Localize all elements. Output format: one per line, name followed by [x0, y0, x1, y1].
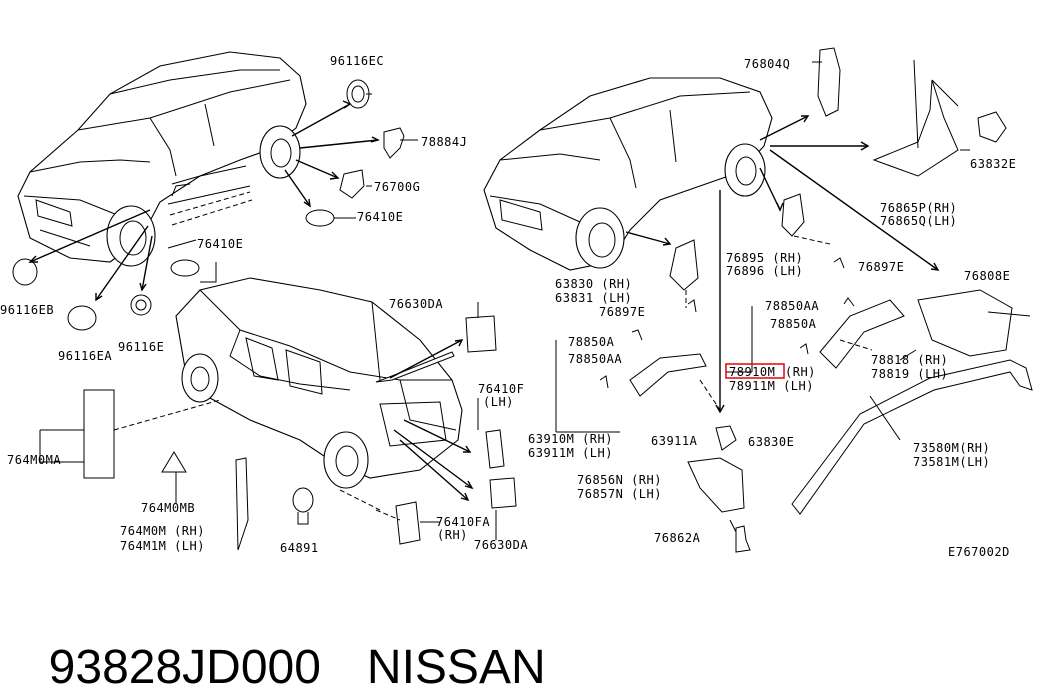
label-64891: 64891 [280, 541, 319, 555]
label-76410E-a: 76410E [357, 210, 403, 224]
label-96116EA: 96116EA [58, 349, 112, 363]
vehicle-rear-right-illustration [175, 277, 463, 489]
label-76865P-rh: 76865P(RH) [880, 201, 957, 215]
part-caption: 93828JD000 NISSAN [22, 596, 546, 692]
label-76808E: 76808E [964, 269, 1010, 283]
vehicle-front-right-illustration [483, 77, 773, 271]
label-78910M-rh: (RH) [785, 365, 816, 379]
label-76700G: 76700G [374, 180, 420, 194]
label-764M0MB: 764M0MB [141, 501, 195, 515]
label-63910M-rh: 63910M (RH) [528, 432, 613, 446]
vehicle-front-left-illustration [17, 51, 307, 267]
label-78910M: 78910M [729, 365, 775, 379]
label-63830E: 63830E [748, 435, 794, 449]
label-764M0M-rh: 764M0M (RH) [120, 524, 205, 538]
label-76410F-lh: (LH) [483, 395, 514, 409]
label-96116EC: 96116EC [330, 54, 384, 68]
label-63911A: 63911A [651, 434, 698, 448]
part-number: 93828JD000 [48, 641, 321, 694]
label-76865Q-lh: 76865Q(LH) [880, 214, 957, 228]
label-63911M-lh: 63911M (LH) [528, 446, 613, 460]
label-78850A-a: 78850A [770, 317, 817, 331]
label-76410F: 76410F [478, 382, 524, 396]
label-63831-lh: 63831 (LH) [555, 291, 632, 305]
label-78911M-lh: 78911M (LH) [729, 379, 814, 393]
label-76630DA-b: 76630DA [474, 538, 528, 552]
label-78819-lh: 78819 (LH) [871, 367, 948, 381]
label-96116EB: 96116EB [0, 303, 54, 317]
brand-name: NISSAN [366, 641, 546, 694]
label-76896-lh: 76896 (LH) [726, 264, 803, 278]
diagram-code: E767002D [948, 545, 1010, 559]
car3-parts [555, 47, 1033, 553]
label-764M1M-lh: 764M1M (LH) [120, 539, 205, 553]
label-76897E-b: 76897E [599, 305, 645, 319]
label-76410FA: 76410FA [436, 515, 490, 529]
label-76630DA-a: 76630DA [389, 297, 443, 311]
label-96116E: 96116E [118, 340, 164, 354]
label-78850AA-b: 78850AA [568, 352, 622, 366]
label-76410E-b: 76410E [197, 237, 243, 251]
label-764M0MA: 764M0MA [7, 453, 61, 467]
label-78884J: 78884J [421, 135, 467, 149]
car2-parts [39, 262, 517, 551]
part-labels: 96116EC 78884J 76700G 76410E 76410E 9611… [0, 54, 1016, 559]
label-76897E-a: 76897E [858, 260, 904, 274]
label-76804Q: 76804Q [744, 57, 790, 71]
label-78818-rh: 78818 (RH) [871, 353, 948, 367]
label-78850A-b: 78850A [568, 335, 615, 349]
label-76895-rh: 76895 (RH) [726, 251, 803, 265]
label-63832E: 63832E [970, 157, 1016, 171]
label-76410FA-rh: (RH) [437, 528, 468, 542]
label-76862A: 76862A [654, 531, 701, 545]
car1-parts [12, 79, 418, 331]
label-76857N-lh: 76857N (LH) [577, 487, 662, 501]
label-73581M-lh: 73581M(LH) [913, 455, 990, 469]
label-73580M-rh: 73580M(RH) [913, 441, 990, 455]
label-76856N-rh: 76856N (RH) [577, 473, 662, 487]
label-78850AA-a: 78850AA [765, 299, 819, 313]
label-63830-rh: 63830 (RH) [555, 277, 632, 291]
highlight-box-78910M [725, 363, 785, 379]
